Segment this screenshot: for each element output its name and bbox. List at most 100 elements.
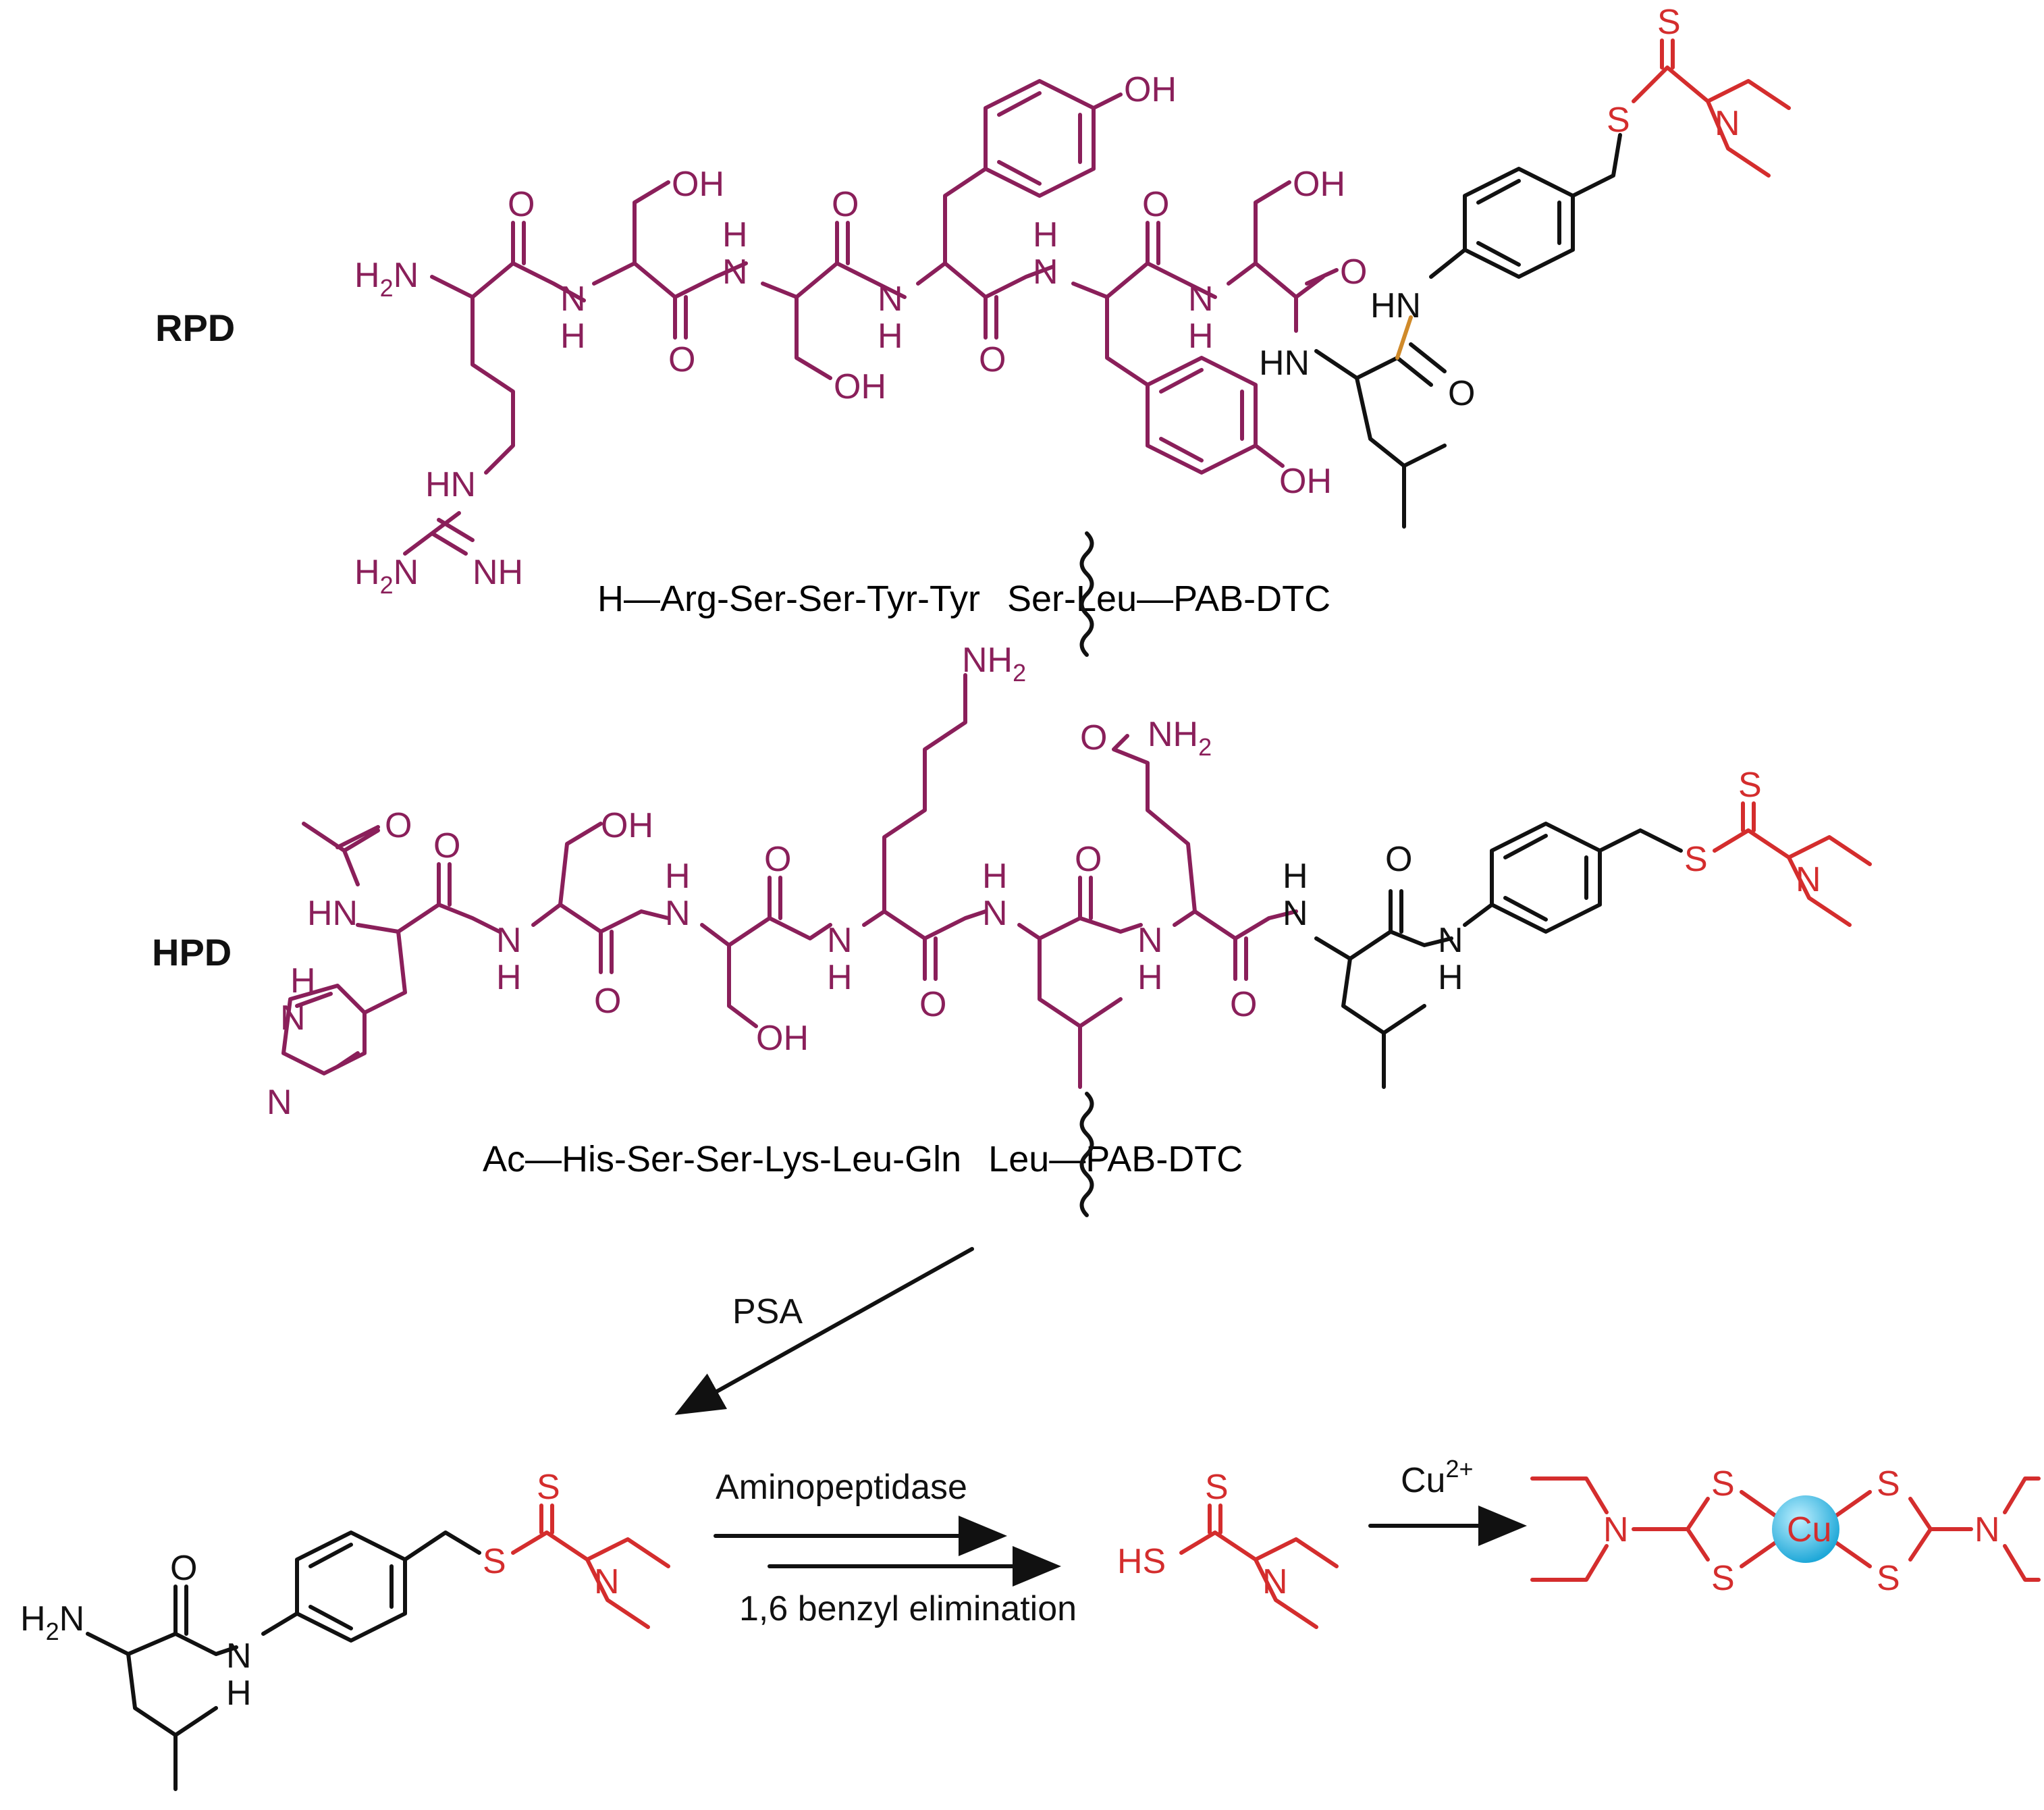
hpd-h6: H <box>1283 857 1308 896</box>
hpd-lys-amine: NH2 <box>962 641 1026 687</box>
hpd-thioether-s: S <box>1684 840 1708 879</box>
leu-h: H <box>226 1674 252 1713</box>
hpd-o7: O <box>1385 840 1412 879</box>
hpd-o4: O <box>919 985 946 1024</box>
complex-metal: Cu <box>1787 1510 1831 1549</box>
rpd-nh-guan: NH <box>473 553 523 592</box>
hpd-peptide-bonds <box>281 673 1298 1089</box>
rpd-n3: N <box>878 280 903 319</box>
hpd-h7: H <box>1438 958 1463 997</box>
hpd-gln-o: O <box>1080 718 1107 757</box>
rpd-dtc-n: N <box>1715 104 1740 143</box>
aminopeptidase-step: Aminopeptidase 1,6 benzyl elimination <box>714 1468 1077 1628</box>
rpd-o1: O <box>508 185 535 224</box>
leu-n: N <box>226 1636 252 1676</box>
hpd-linker-bonds <box>1314 822 1683 1089</box>
hpd-h3: H <box>827 958 853 997</box>
copper-step: Cu2+ <box>1368 1455 1527 1546</box>
hpd-cleavage-mark <box>1079 1092 1094 1217</box>
rpd-oh3: OH <box>1293 165 1345 204</box>
rpd-o6: O <box>1340 252 1367 292</box>
rpd-h2: H <box>722 215 748 255</box>
rpd-label: RPD <box>155 307 235 349</box>
rpd-thioether-s: S <box>1607 101 1630 140</box>
hpd-im-n2: N <box>267 1083 292 1122</box>
hpd-im-n1: N <box>280 999 306 1038</box>
hpd-o3: O <box>764 840 791 879</box>
hpd-n1: N <box>496 921 522 960</box>
rpd-o5: O <box>1142 185 1169 224</box>
complex-s2: S <box>1711 1559 1735 1598</box>
rpd-h1: H <box>560 317 586 356</box>
rpd-h3: H <box>878 317 903 356</box>
aminopeptidase-label: Aminopeptidase <box>716 1468 967 1507</box>
hpd-im-h: H <box>290 961 316 1001</box>
hpd-label: HPD <box>152 931 232 974</box>
hpd-oh2: OH <box>756 1019 809 1058</box>
int-thione-s: S <box>537 1468 560 1507</box>
hpd-structure: HPD <box>152 641 1872 1217</box>
complex-s4: S <box>1877 1559 1900 1598</box>
hpd-ac-o: O <box>385 806 412 845</box>
rpd-guan-amine: H2N <box>354 553 419 599</box>
rpd-oh2: OH <box>834 367 886 406</box>
hpd-gln-amide: NH2 <box>1148 715 1212 761</box>
rpd-o3: O <box>832 185 859 224</box>
leu-o: O <box>170 1549 197 1588</box>
rpd-dtc-bonds <box>1632 38 1791 178</box>
complex-n-right: N <box>1974 1510 2000 1549</box>
rpd-n5: N <box>1188 280 1214 319</box>
rpd-structure: RPD <box>155 3 1791 657</box>
rpd-o-leu: O <box>1448 374 1475 413</box>
hpd-o5: O <box>1075 840 1102 879</box>
rpd-amine: H2N <box>354 256 419 302</box>
hpd-h4: H <box>982 857 1008 896</box>
rpd-h5: H <box>1188 317 1214 356</box>
hpd-n4: N <box>982 894 1008 933</box>
cu-complex: N S S Cu S S N <box>1530 1464 2041 1598</box>
complex-s1: S <box>1711 1464 1735 1503</box>
rpd-hn-leu: HN <box>1259 344 1310 383</box>
dtc-thione-s: S <box>1205 1468 1229 1507</box>
hpd-h2: H <box>665 857 691 896</box>
rpd-n4: N <box>1033 252 1058 292</box>
psa-step: PSA <box>674 1247 974 1415</box>
rpd-thione-s: S <box>1657 3 1681 42</box>
rpd-hn-pab: HN <box>1370 286 1421 325</box>
leu-pab-dtc: H2N O N H S S N <box>20 1468 670 1791</box>
psa-label: PSA <box>732 1292 803 1331</box>
rpd-hn-guan: HN <box>425 465 476 504</box>
rpd-peptide-bonds <box>403 79 1339 556</box>
hpd-thione-s: S <box>1738 766 1762 805</box>
hpd-h5: H <box>1137 958 1163 997</box>
elimination-label: 1,6 benzyl elimination <box>739 1589 1077 1628</box>
complex-s3: S <box>1877 1464 1900 1503</box>
hpd-oh1: OH <box>601 806 653 845</box>
int-thioether-s: S <box>483 1542 506 1581</box>
hpd-n5: N <box>1137 921 1163 960</box>
rpd-linker-bonds <box>1314 133 1622 529</box>
hpd-dtc-n: N <box>1796 860 1821 899</box>
dtc-thiol: HS <box>1117 1542 1166 1581</box>
rpd-cleavage-mark <box>1079 531 1094 657</box>
int-dtc-n: N <box>594 1562 620 1601</box>
hpd-n7: N <box>1438 921 1463 960</box>
copper-label: Cu2+ <box>1401 1455 1474 1500</box>
hpd-ac-hn: HN <box>307 894 358 933</box>
rpd-oh-tyr1: OH <box>1124 70 1177 109</box>
rpd-h4: H <box>1033 215 1058 255</box>
rpd-oh1: OH <box>672 165 724 204</box>
rpd-cleavable-bond <box>1395 315 1413 360</box>
rpd-n2: N <box>722 252 748 292</box>
dtc-n: N <box>1262 1562 1288 1601</box>
hpd-n2: N <box>665 894 691 933</box>
rpd-n1: N <box>560 280 586 319</box>
hpd-h1: H <box>496 958 522 997</box>
copper-ion-sphere <box>1772 1495 1839 1563</box>
rpd-o4: O <box>979 340 1006 379</box>
rpd-o2: O <box>668 340 695 379</box>
hpd-dtc-bonds <box>1713 801 1872 927</box>
